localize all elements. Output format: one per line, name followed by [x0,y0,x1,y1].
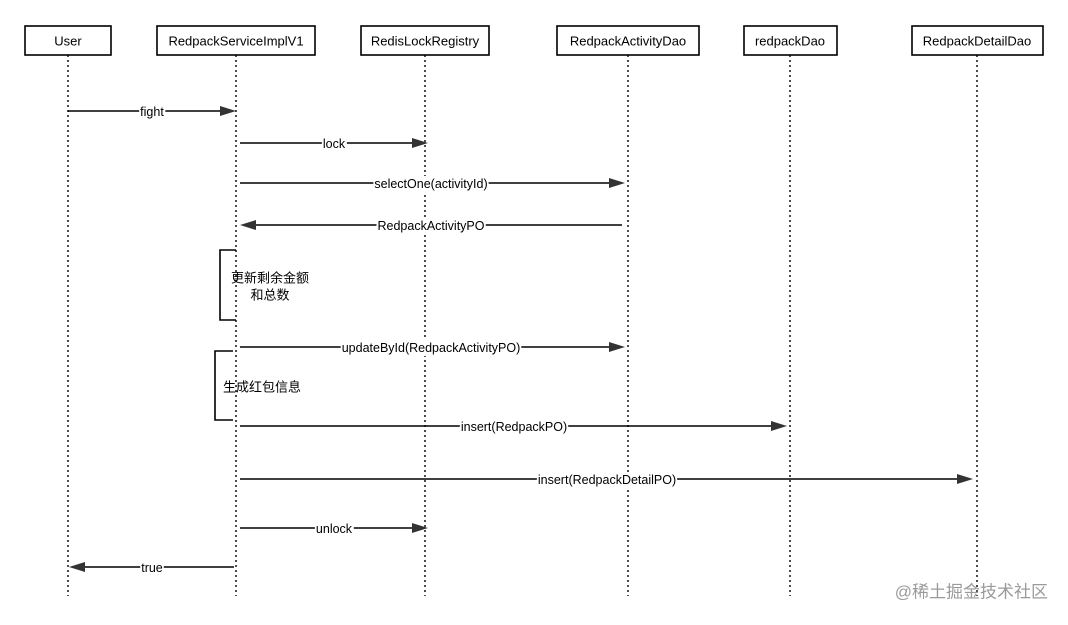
message-label: updateById(RedpackActivityPO) [342,341,521,355]
note-generate-redpack: 生成红包信息 [214,350,301,421]
message-label: RedpackActivityPO [378,219,485,233]
arrowhead-right-icon [609,178,625,188]
participant-label: redpackDao [755,34,825,49]
message-insert-redpack: insert(RedpackPO) [240,419,787,435]
message-label-background [459,419,569,435]
arrowhead-right-icon [771,421,787,431]
note-bracket [214,350,233,421]
message-unlock: unlock [240,521,428,537]
message-return-true: true [69,560,234,576]
note-update-balance: 更新剩余金额 和总数 [219,249,309,321]
note-line: 和总数 [250,288,289,303]
message-label-background [321,136,347,152]
message-label: true [141,561,163,575]
messages: fight lock selectOne(activityId) Redpack… [68,104,973,576]
arrowhead-right-icon [412,523,428,533]
arrowhead-left-icon [240,220,256,230]
participant-activity-dao: RedpackActivityDao [556,25,700,56]
participants: User RedpackServiceImplV1 RedisLockRegis… [24,25,1044,56]
arrowhead-right-icon [220,106,236,116]
message-label: insert(RedpackPO) [461,420,567,434]
participant-user: User [24,25,112,56]
participant-label: User [54,34,82,49]
arrowhead-right-icon [957,474,973,484]
message-activity-po-return: RedpackActivityPO [240,218,622,234]
message-label-background [139,104,166,120]
note-line: 更新剩余金额 [231,271,309,286]
message-label-background [376,218,486,234]
participant-label: RedpackActivityDao [570,34,686,49]
message-label: selectOne(activityId) [374,177,487,191]
message-label-background [140,560,164,576]
watermark: @稀土掘金技术社区 [895,583,1048,602]
participant-service: RedpackServiceImplV1 [156,25,316,56]
note-line: 生成红包信息 [223,380,301,395]
message-label: insert(RedpackDetailPO) [538,473,676,487]
participant-label: RedisLockRegistry [371,34,480,49]
message-insert-detail: insert(RedpackDetailPO) [240,472,973,488]
message-label-background [340,340,522,356]
participant-detail-dao: RedpackDetailDao [911,25,1044,56]
message-label-background [314,521,354,537]
notes: 更新剩余金额 和总数 生成红包信息 [214,249,309,421]
message-lock: lock [240,136,428,152]
message-update-by-id: updateById(RedpackActivityPO) [240,340,625,356]
arrowhead-right-icon [609,342,625,352]
message-label: fight [140,105,164,119]
participant-lock-registry: RedisLockRegistry [360,25,490,56]
message-label: lock [323,137,346,151]
participant-redpack-dao: redpackDao [743,25,838,56]
message-label-background [373,176,489,192]
message-fight: fight [68,104,236,120]
participant-label: RedpackServiceImplV1 [168,34,303,49]
lifelines [67,55,978,596]
participant-label: RedpackDetailDao [923,34,1031,49]
arrowhead-left-icon [69,562,85,572]
message-label: unlock [316,522,353,536]
message-select-one: selectOne(activityId) [240,176,625,192]
message-label-background [536,472,678,488]
note-bracket [219,249,236,321]
arrowhead-right-icon [412,138,428,148]
